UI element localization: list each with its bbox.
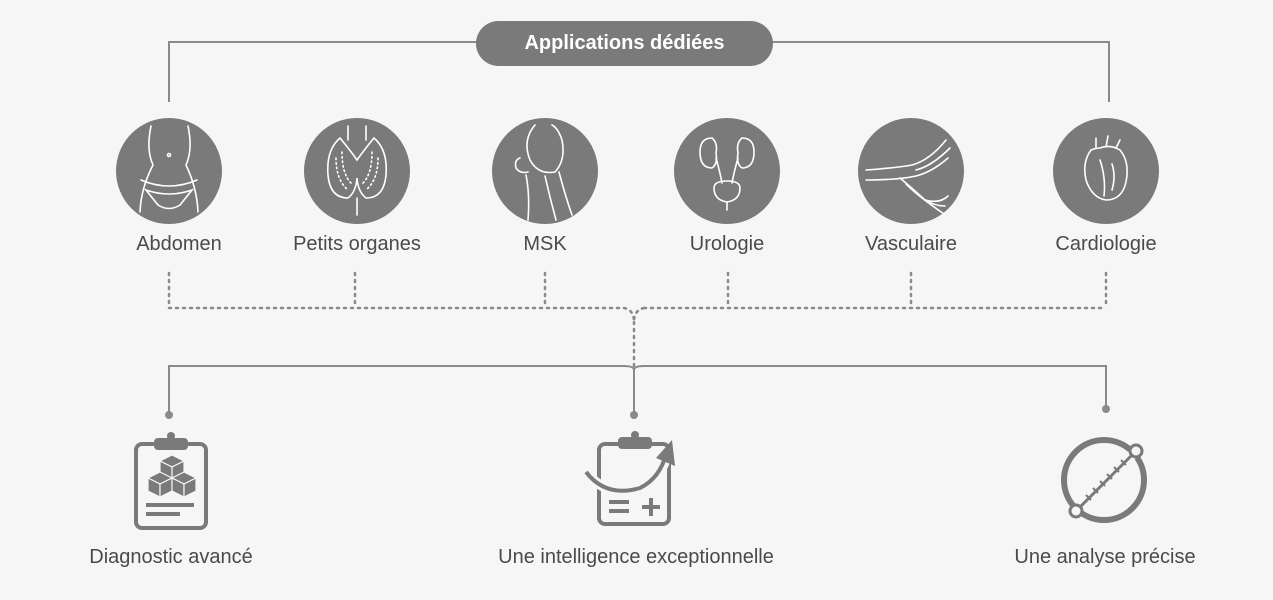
feature-label-diagnostic: Diagnostic avancé — [89, 546, 253, 568]
application-label-petits-organes: Petits organes — [293, 233, 421, 255]
application-label-msk: MSK — [523, 233, 567, 255]
top-bracket-lines — [168, 41, 1110, 102]
thyroid-icon — [326, 125, 388, 216]
msk-circle — [492, 118, 598, 224]
petits-organes-circle — [304, 118, 410, 224]
application-circles — [116, 118, 1159, 224]
clipboard-cubes-icon — [134, 432, 208, 530]
measurement-caliper-icon — [1061, 437, 1147, 523]
section-title: Applications dédiées — [476, 21, 773, 66]
dotted-connectors — [167, 271, 1108, 372]
heart-icon — [1084, 135, 1128, 201]
abdomen-circle — [116, 118, 222, 224]
bottom-bracket-lines — [168, 365, 1107, 413]
application-label-cardiologie: Cardiologie — [1055, 233, 1157, 255]
application-label-abdomen: Abdomen — [136, 233, 222, 255]
application-label-urologie: Urologie — [689, 233, 765, 255]
vasculaire-circle — [858, 118, 964, 224]
abdomen-icon — [139, 125, 199, 213]
blood-vessels-icon — [865, 139, 951, 215]
connector-end-dots — [165, 405, 1110, 419]
application-label-vasculaire: Vasculaire — [865, 233, 957, 255]
cardiologie-circle — [1053, 118, 1159, 224]
kidneys-bladder-icon — [699, 137, 755, 211]
feature-label-intelligence: Une intelligence exceptionnelle — [498, 546, 774, 568]
clipboard-arrow-icon — [582, 431, 675, 526]
feature-label-analyse: Une analyse précise — [1014, 546, 1196, 568]
knee-joint-icon — [514, 124, 573, 221]
